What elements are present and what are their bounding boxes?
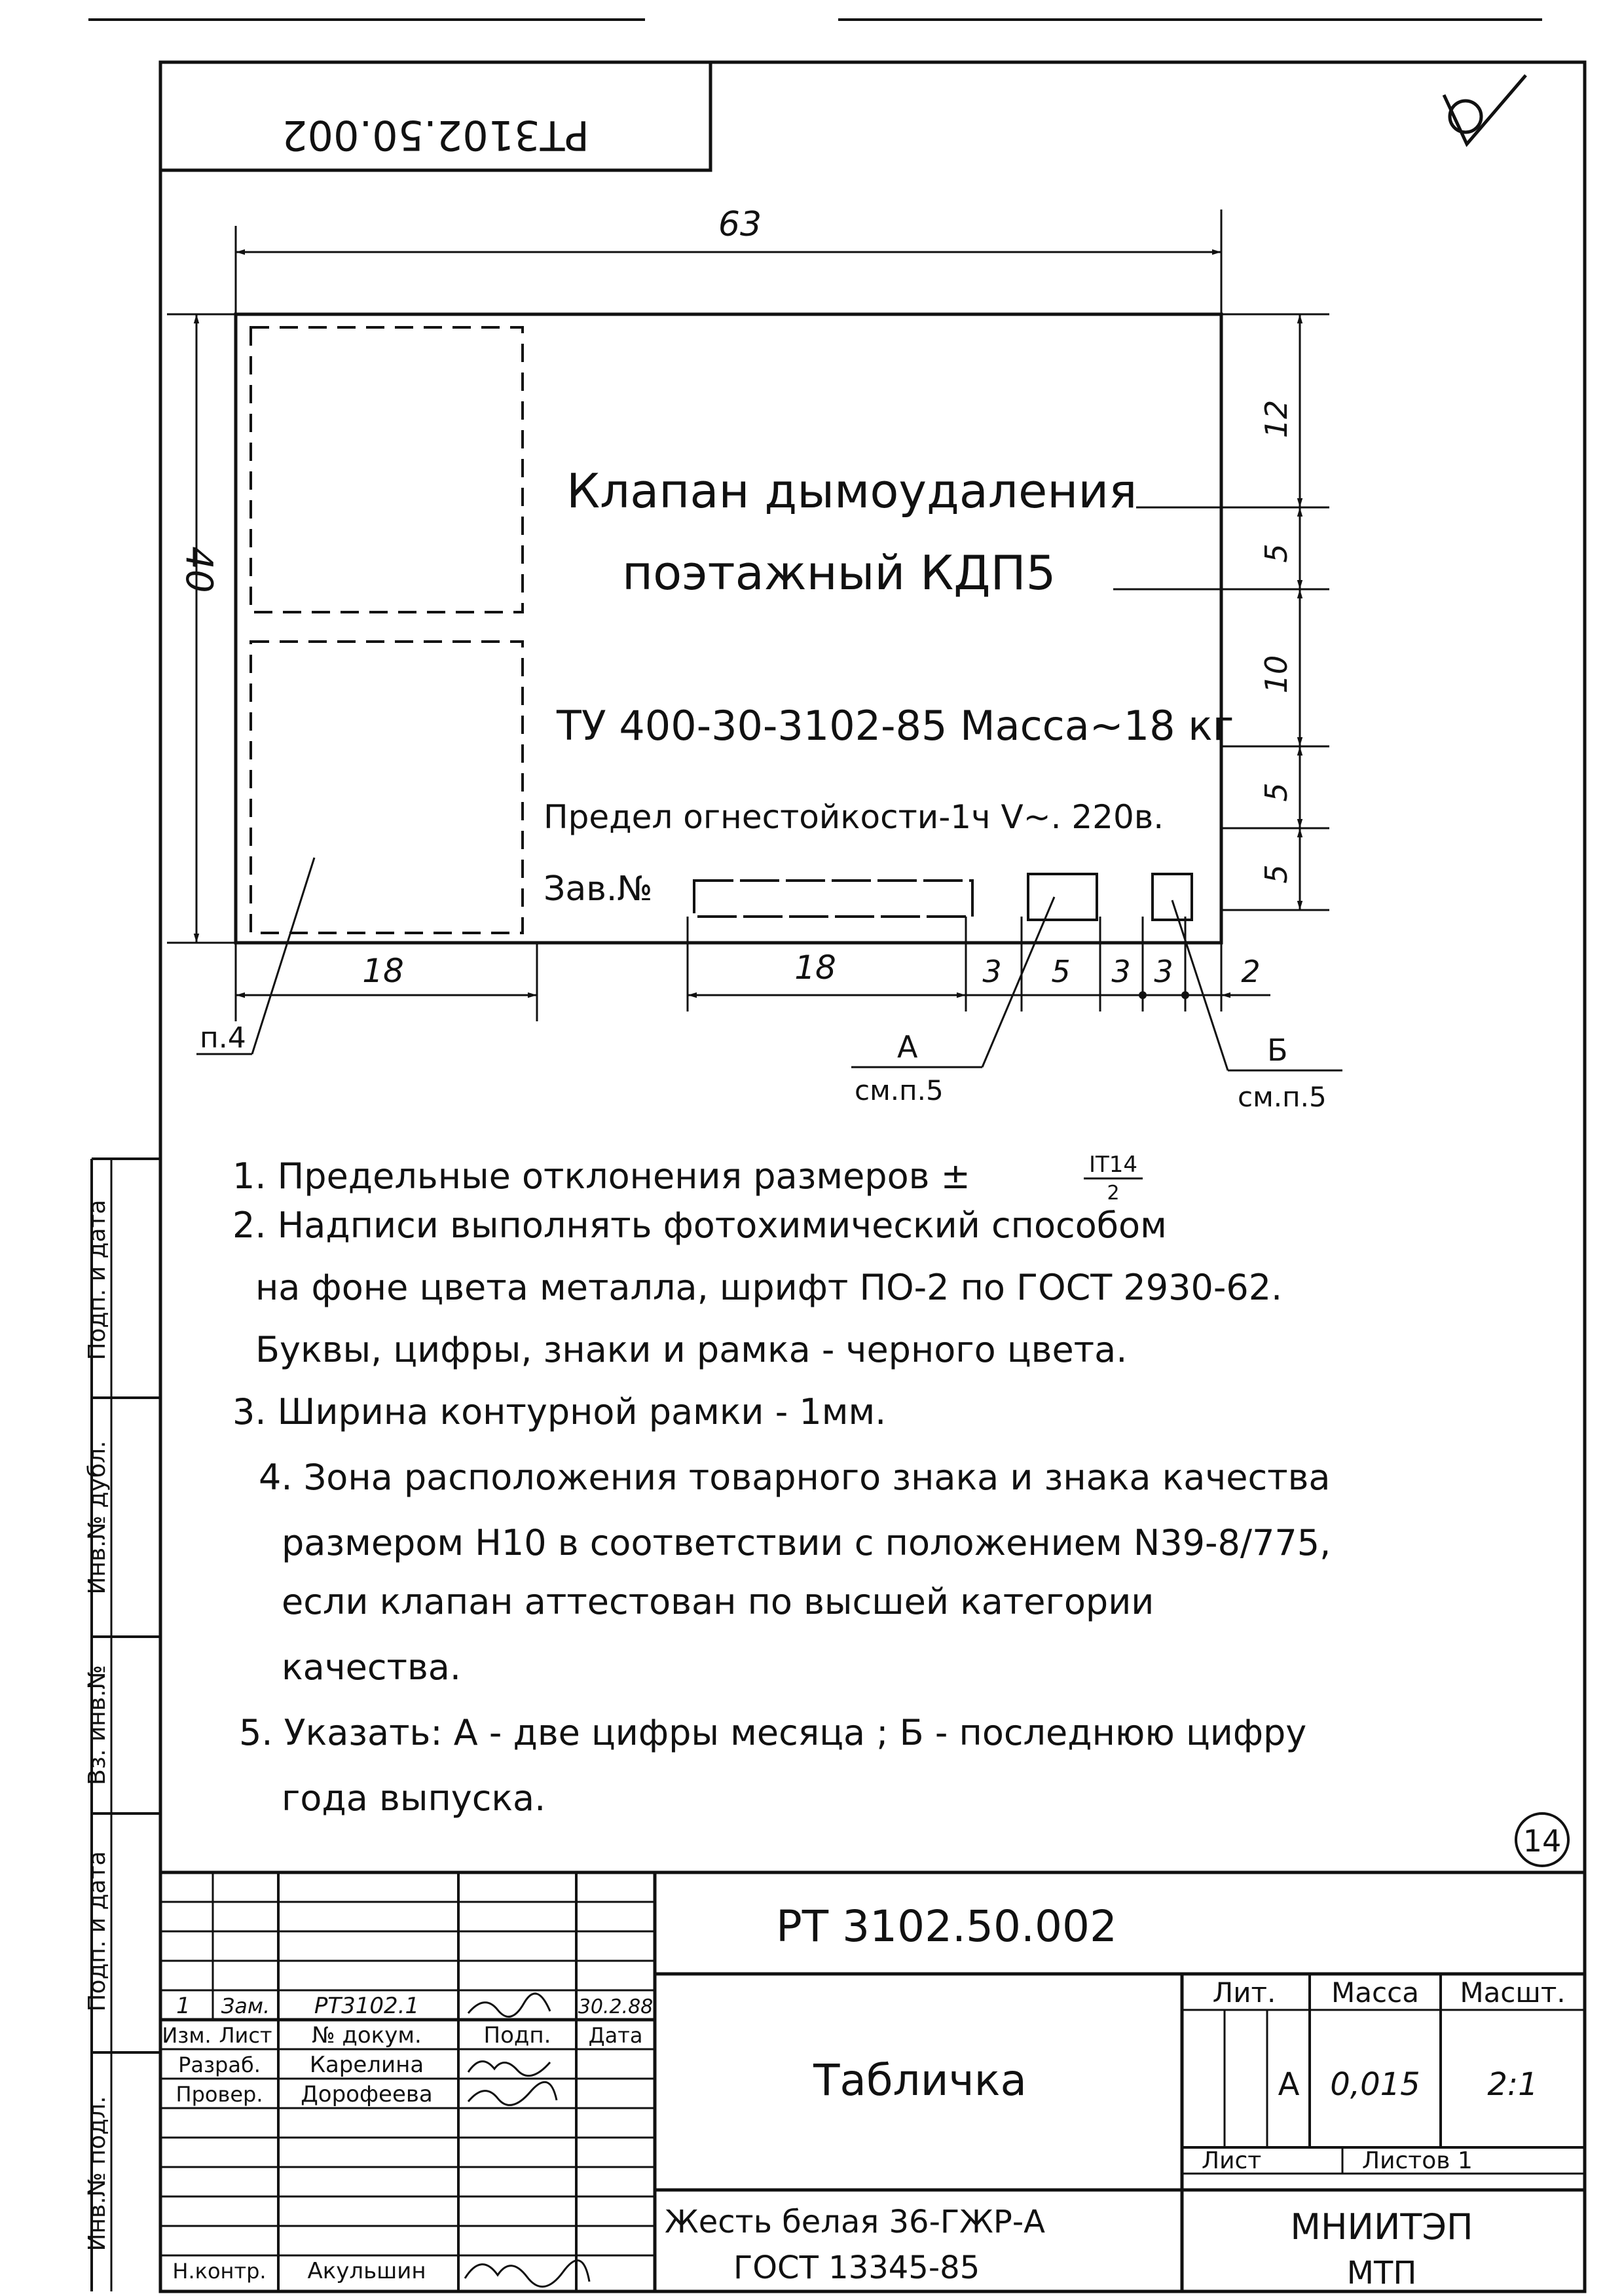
tb-role-nkontr: Н.контр. [172,2259,266,2284]
tb-lit-header: Лит. [1213,1977,1276,2009]
note-2-line2: на фоне цвета металла, шрифт ПО-2 по ГОС… [255,1267,1282,1308]
tb-mass-header: Масса [1331,1977,1419,2009]
dim-bottom-18-mid-label: 18 [794,949,836,987]
side-label-inv-dubl: Инв.№ дубл. [84,1441,111,1595]
sheet-frame [158,60,1587,2293]
tb-sign-nkontr [464,2259,591,2288]
callout-a-letter: А [897,1029,918,1065]
note-1-numerator: IT14 [1089,1152,1137,1178]
roughness-icon [1442,74,1527,147]
tb-role-razrab: Разраб. [178,2052,261,2077]
note-2-line3: Буквы, цифры, знаки и рамка - черного цв… [255,1329,1127,1370]
sheet-marker-circle [1515,1812,1570,1867]
sheet-marker-number: 14 [1523,1823,1562,1859]
dim-right-10-label: 10 [1259,655,1294,694]
note-4-line4: качества. [282,1647,461,1688]
tb-role-prover: Провер. [176,2082,263,2107]
note-1-denominator: 2 [1107,1182,1119,1205]
dim-right-5b-label: 5 [1259,782,1294,801]
tb-material-line2: ГОСТ 13345-85 [733,2250,980,2286]
plate-fire-line: Предел огнестойкости-1ч V~. 220в. [544,798,1164,836]
tb-hdr-date: Дата [589,2023,643,2048]
callout-b-letter: Б [1267,1032,1288,1068]
note-3: 3. Ширина контурной рамки - 1мм. [232,1391,886,1432]
zone-lower-dashed [249,640,524,934]
field-b-box [1151,873,1193,921]
stamp-mirrored-code: РТ3102.50.002 [282,111,589,159]
dim-bottom-3b-label: 3 [1111,954,1130,989]
tb-sign-prover [467,2081,558,2106]
plate-serial-label: Зав.№ [544,869,652,909]
note-5-line1: 5. Указать: А - две цифры месяца ; Б - п… [239,1712,1306,1753]
note-4-line3: если клапан аттестован по высшей категор… [282,1581,1154,1622]
tb-name-nkontr: Акульшин [307,2258,426,2284]
stamp-box [160,62,712,172]
dim-right-5c-label: 5 [1259,864,1294,883]
tb-rev-date: 30.2.88 [578,1995,654,2018]
plate-title-line1: Клапан дымоудаления [566,464,1137,519]
dim-right-12-label: 12 [1259,400,1294,439]
tb-hdr-list: Лист [219,2023,272,2048]
side-label-podp-data-2: Подп. и дата [84,1199,111,1360]
dim-bottom-5-label: 5 [1051,954,1070,989]
side-label-vz-inv: Вз. инв.№ [84,1665,111,1785]
leader-p4 [251,857,316,1055]
note-4-line2: размером Н10 в соответствии с положением… [282,1522,1331,1563]
note-2-line1: 2. Надписи выполнять фотохимический спос… [232,1205,1167,1246]
callout-b-ref: см.п.5 [1238,1081,1327,1113]
dim-dot-1 [1139,991,1147,999]
dim-width-label: 63 [718,205,762,244]
tb-rev-doc: РТ3102.1 [314,1993,419,2019]
tb-material-line1: Жесть белая 36-ГЖР-А [665,2204,1045,2240]
callout-a-ref: см.п.5 [855,1074,944,1106]
tb-mass-value: 0,015 [1330,2066,1420,2103]
plate-spec-line: ТУ 400-30-3102-85 Масса~18 кг [556,702,1234,750]
note-5-line2: года выпуска. [282,1777,545,1819]
dim-right-5a-label: 5 [1259,543,1294,562]
tb-scale-value: 2:1 [1487,2066,1538,2103]
tb-hdr-izm: Изм. [162,2023,211,2048]
tb-sheet-label: Лист [1202,2147,1261,2174]
note-1: 1. Предельные отклонения размеров ± [232,1156,970,1197]
dim-bottom-3c-label: 3 [1154,954,1173,989]
dim-bottom-2-label: 2 [1241,954,1260,989]
tb-lit-value: А [1278,2066,1300,2103]
side-label-podp-data-1: Подп. и дата [84,1851,111,2011]
tb-hdr-doc: № докум. [312,2022,422,2049]
dim-bottom-18-left-label: 18 [362,952,404,990]
tb-name: Табличка [813,2055,1027,2105]
tb-name-prover: Дорофеева [301,2081,433,2107]
note-4-line1: 4. Зона расположения товарного знака и з… [259,1457,1331,1498]
tb-org-line1: МНИИТЭП [1290,2206,1473,2248]
side-label-inv-podl: Инв.№ подл. [84,2096,111,2251]
plate-outline [234,312,1223,945]
plate-title-line2: поэтажный КДП5 [622,545,1056,600]
leader-a [981,896,1056,1068]
serial-field-box [693,879,974,918]
tb-name-razrab: Карелина [310,2052,424,2078]
zone-upper-dashed [249,326,524,613]
tb-sign-razrab [467,2060,551,2077]
tb-org-line2: МТП [1347,2255,1417,2291]
tb-hdr-podp: Подп. [484,2022,551,2049]
dim-dot-2 [1181,991,1189,999]
tb-rev-type: Зам. [221,1994,270,2018]
dim-bottom-3a-label: 3 [982,954,1001,989]
tb-rev-signature [467,1992,551,2018]
leader-b [1171,900,1229,1071]
tb-scale-header: Масшт. [1460,1977,1565,2009]
field-a-box [1027,873,1098,921]
dim-height-label: 40 [177,546,220,592]
tb-sheets-label: Листов 1 [1362,2147,1473,2174]
tb-doc-code: РТ 3102.50.002 [776,1901,1117,1952]
tb-rev-num: 1 [176,1993,191,2019]
callout-p4: п.4 [200,1021,246,1055]
